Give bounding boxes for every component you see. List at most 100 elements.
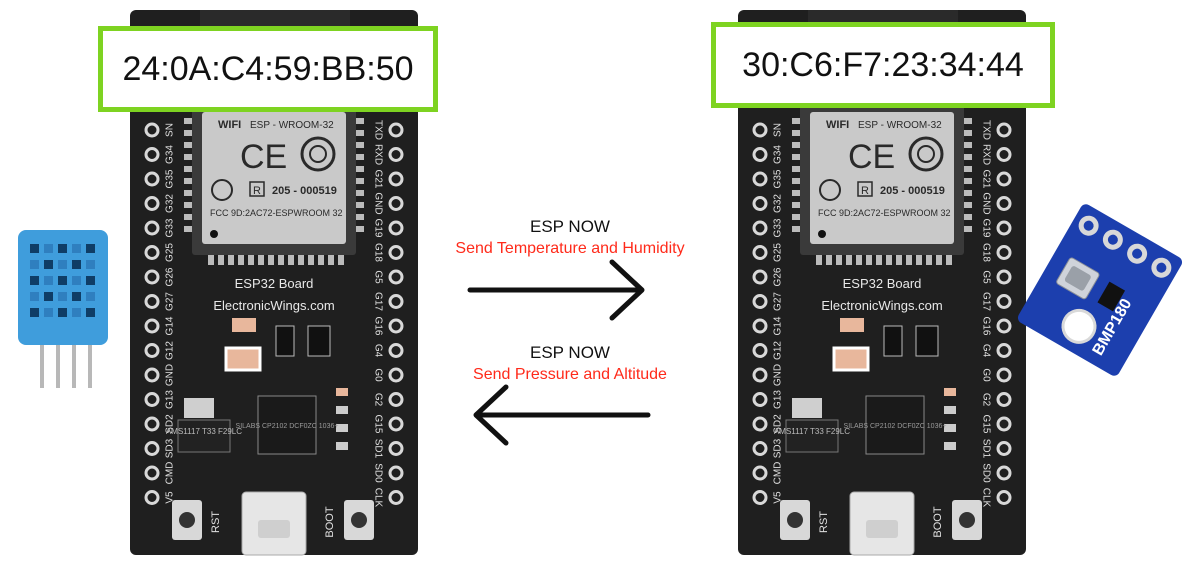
right-pin-label: GND [372,192,383,214]
right-pin-label: CLK [980,488,991,508]
rst-button-label: RST [818,511,830,533]
usb-chip-label: SILABS CP2102 DCF0ZC 1036+ [844,423,947,430]
mac-address-box-receiver: 30:C6:F7:23:34:44 [711,22,1055,108]
link-label-top: ESP NOW Send Temperature and Humidity [420,216,720,260]
left-pin-label: V5 [773,491,784,504]
left-pin-label: G27 [773,292,784,311]
cert-number: 205 - 000519 [272,185,337,197]
right-pin-label: G16 [372,317,383,336]
left-pin-label: G33 [773,218,784,237]
left-pin-label: G14 [165,316,176,335]
cert-number: 205 - 000519 [880,185,945,197]
left-pin-label: SD3 [773,438,784,458]
right-pin-label: G15 [372,415,383,434]
board-brand: ElectronicWings.com [821,298,942,313]
left-pin-label: SD2 [165,414,176,434]
right-pin-label: GND [980,192,991,214]
wifi-logo: WIFI [826,119,849,131]
board-name: ESP32 Board [235,276,314,291]
left-pin-label: SN [165,123,176,137]
right-pin-label: G0 [980,368,991,382]
regulator-label: AMS1117 T33 F29LC [774,427,850,436]
right-pin-label: G4 [980,344,991,358]
left-pin-label: G32 [773,194,784,213]
right-pin-label: SD0 [372,463,383,483]
right-pin-label: G0 [372,368,383,382]
right-pin-label: G21 [372,170,383,189]
right-pin-label: G4 [372,344,383,358]
left-pin-label: CMD [773,462,784,485]
right-pin-label: G2 [980,393,991,407]
rst-button-label: RST [210,511,222,533]
mac-address-receiver: 30:C6:F7:23:34:44 [742,45,1024,84]
board-name: ESP32 Board [843,276,922,291]
ce-mark: CE [240,138,287,176]
mac-address-sender: 24:0A:C4:59:BB:50 [122,49,414,88]
left-pin-label: G35 [165,169,176,188]
left-pin-label: SN [773,123,784,137]
telec-mark-icon [211,179,233,201]
right-pin-label: RXD [980,144,991,165]
mac-address-box-sender: 24:0A:C4:59:BB:50 [98,26,438,112]
right-pin-label: G18 [980,243,991,262]
boot-button-label: BOOT [932,506,944,537]
left-pin-label: SD2 [773,414,784,434]
telec-mark-icon [819,179,841,201]
left-pin-label: G26 [773,267,784,286]
right-pin-label: SD0 [980,463,991,483]
left-pin-label: V5 [165,491,176,504]
left-pin-label: G25 [773,243,784,262]
left-pin-label: G12 [773,341,784,360]
right-pin-label: CLK [372,488,383,508]
left-pin-label: G32 [165,194,176,213]
dht-sensor [18,230,108,388]
left-pin-label: G14 [773,316,784,335]
left-pin-label: G34 [773,145,784,164]
boot-button-label: BOOT [324,506,336,537]
left-pin-label: G35 [773,169,784,188]
protocol-label-bottom: ESP NOW [530,343,610,362]
board-brand: ElectronicWings.com [213,298,334,313]
left-pin-label: GND [165,364,176,386]
bmp180-sensor: BMP180 [1017,204,1183,376]
right-pin-label: G5 [372,270,383,284]
right-pin-label: G21 [980,170,991,189]
right-pin-label: TXD [372,120,383,140]
protocol-label-top: ESP NOW [530,217,610,236]
right-pin-label: G17 [980,292,991,311]
right-pin-label: G5 [980,270,991,284]
wifi-signal-icon [908,136,944,172]
left-pin-label: G13 [165,390,176,409]
right-pin-label: G15 [980,415,991,434]
right-pin-label: SD1 [980,439,991,459]
left-pin-label: G26 [165,267,176,286]
usb-chip-label: SILABS CP2102 DCF0ZC 1036+ [236,423,339,430]
right-pin-label: G19 [372,219,383,238]
message-label-bottom: Send Pressure and Altitude [473,366,667,383]
fcc-label: FCC 9D:2AC72-ESPWROOM 32 [210,208,343,218]
left-pin-label: G12 [165,341,176,360]
wifi-logo: WIFI [218,119,241,131]
right-pin-label: G19 [980,219,991,238]
arrow-left [473,384,651,446]
left-pin-label: G33 [165,218,176,237]
message-label-top: Send Temperature and Humidity [455,240,685,257]
left-pin-label: G27 [165,292,176,311]
right-pin-label: G18 [372,243,383,262]
right-pin-label: TXD [980,120,991,140]
link-label-bottom: ESP NOW Send Pressure and Altitude [420,342,720,386]
left-pin-label: GND [773,364,784,386]
right-pin-label: SD1 [372,439,383,459]
r-mark: R [861,185,869,197]
left-pin-label: CMD [165,462,176,485]
right-pin-label: G16 [980,317,991,336]
ce-mark: CE [848,138,895,176]
r-mark: R [253,185,261,197]
right-pin-label: G17 [372,292,383,311]
module-label: ESP - WROOM-32 [250,120,334,131]
left-pin-label: G34 [165,145,176,164]
left-pin-label: G13 [773,390,784,409]
